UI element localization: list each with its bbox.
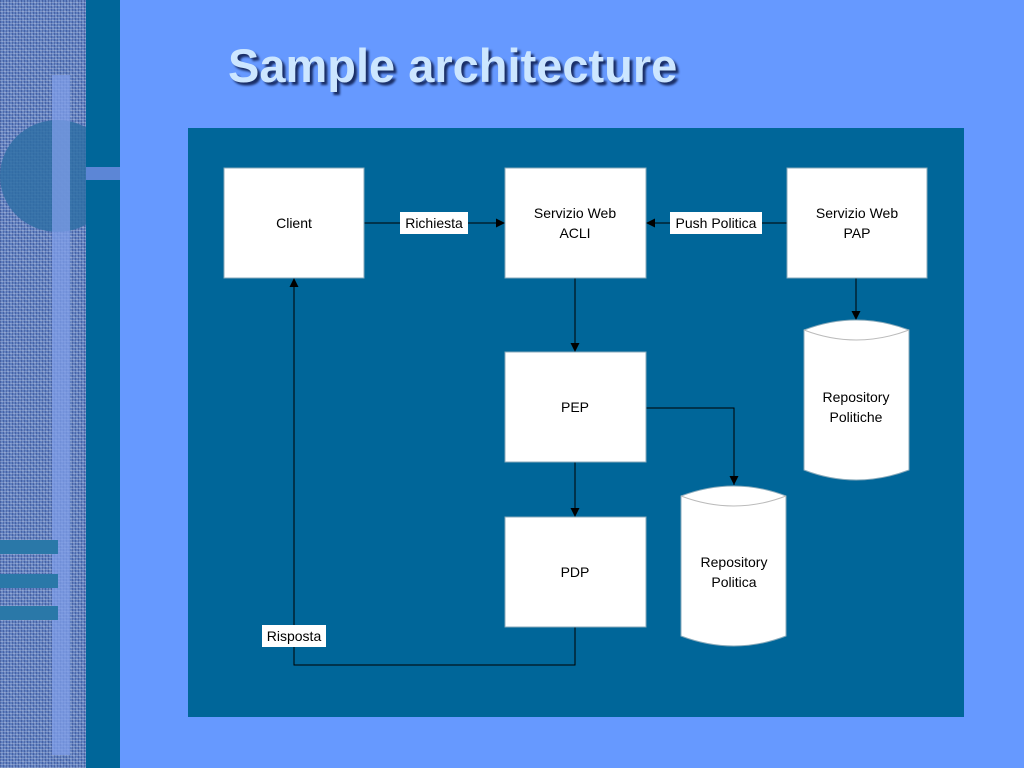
- node-repository-politica: Repository Politica: [680, 485, 787, 647]
- decor-band: [0, 574, 58, 588]
- side-texture: [0, 0, 86, 768]
- node-pap-line-1: Servizio Web: [816, 205, 898, 221]
- label-push-politica-text: Push Politica: [676, 215, 757, 231]
- node-repo-politica-line-2: Politica: [711, 574, 756, 590]
- label-richiesta-text: Richiesta: [405, 215, 463, 231]
- architecture-diagram: Richiesta Push Politica Risposta Client …: [223, 167, 928, 666]
- node-pdp: PDP: [504, 516, 647, 628]
- node-acli-line-2: ACLI: [559, 225, 590, 241]
- node-repo-politiche-line-1: Repository: [823, 389, 890, 405]
- slide-title: Sample architecture: [228, 39, 678, 92]
- label-risposta-text: Risposta: [267, 628, 322, 644]
- label-richiesta: Richiesta: [400, 212, 468, 234]
- edge-pep-to-repository-politica: [646, 407, 739, 485]
- node-client-line-1: Client: [276, 215, 312, 231]
- node-pep: PEP: [504, 351, 647, 463]
- node-pep-line-1: PEP: [561, 399, 589, 415]
- label-push-politica: Push Politica: [670, 212, 762, 234]
- label-risposta: Risposta: [262, 625, 326, 647]
- node-client: Client: [223, 167, 365, 279]
- node-repository-politiche: Repository Politiche: [803, 319, 910, 481]
- node-repo-politiche-line-2: Politiche: [830, 409, 883, 425]
- decor-band: [0, 540, 58, 554]
- decor-stripe: [52, 75, 70, 755]
- node-servizio-web-acli: Servizio Web ACLI: [504, 167, 647, 279]
- node-pdp-line-1: PDP: [561, 564, 590, 580]
- node-acli-line-1: Servizio Web: [534, 205, 616, 221]
- node-servizio-web-pap: Servizio Web PAP: [786, 167, 928, 279]
- node-repo-politica-line-1: Repository: [701, 554, 768, 570]
- node-pap-line-2: PAP: [844, 225, 871, 241]
- decor-band: [0, 606, 58, 620]
- side-bar: [86, 0, 120, 768]
- decor-hband: [86, 167, 120, 180]
- edge-risposta: [289, 278, 576, 666]
- diagram-panel: Richiesta Push Politica Risposta Client …: [188, 128, 964, 717]
